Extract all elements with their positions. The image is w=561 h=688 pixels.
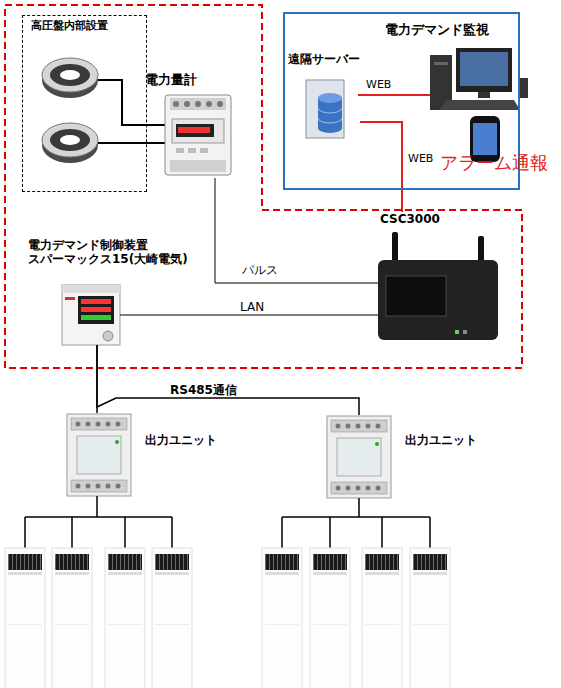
lan-cable [120,315,190,316]
air-conditioner [105,548,145,688]
ct-sensor [42,58,98,98]
node-text: 高圧盤内部設置 [31,19,108,32]
connector-line [215,178,378,283]
controller-node: 電力デマンド制御装置 スパーマックス15(大崎電気) [28,238,190,345]
site-boundary [5,5,522,368]
link-label: WEB [366,78,391,91]
power-meter-image [165,95,231,175]
server-node: 遠隔サーバー [288,52,360,147]
server-image [306,80,344,138]
controller-image [62,285,120,345]
edge-label: パルス [242,263,278,277]
gateway-node: CSC3000 [378,212,498,340]
air-conditioner [310,548,350,688]
air-conditioner [362,548,402,688]
device-node: 電力量計 [145,72,235,178]
air-conditioner [52,548,92,688]
air-conditioner [5,548,45,688]
connector-line [360,122,402,212]
pc-image [430,48,528,110]
web-link [358,94,430,96]
air-conditioner [152,548,192,688]
node-text: 電力量計 [145,72,197,88]
node-text: 出力ユニット [405,433,477,447]
node-text: 遠隔サーバー [288,52,360,66]
control-wire [25,496,430,548]
output-unit-image [67,414,131,496]
sensor-wire [98,80,165,143]
node-text: 電力デマンド制御装置 スパーマックス15(大崎電気) [28,238,158,267]
output-unit-node: 出力ユニット [325,415,475,497]
output-unit-image [327,416,391,498]
ct-sensor [42,123,98,163]
connector-line [190,315,378,316]
node-text: 電力デマンド監視 [385,22,489,38]
gateway-image [378,232,498,340]
enclosure-box: 高圧盤内部設置 [22,15,147,192]
connector-line [97,345,359,415]
air-conditioner [410,548,450,688]
air-conditioner [262,548,302,688]
edge-label: RS485通信 [170,383,237,397]
connector-layer [97,122,402,415]
node-text: CSC3000 [380,212,440,226]
edge-label: LAN [240,300,264,314]
alarm-note: アラーム通報 [440,152,548,174]
edge-label: WEB [408,152,433,165]
node-text: 出力ユニット [145,433,217,447]
output-unit-node: 出力ユニット [65,413,205,497]
